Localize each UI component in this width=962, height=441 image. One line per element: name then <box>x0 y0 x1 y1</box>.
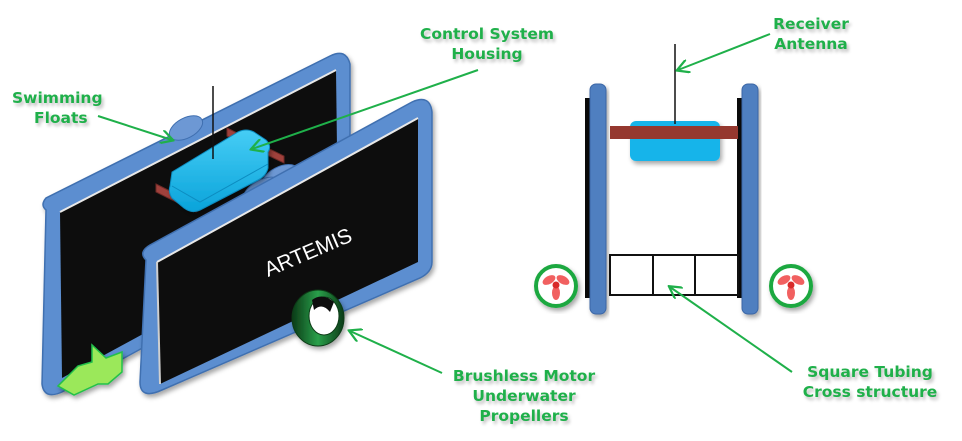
front-hull-panel <box>139 98 433 395</box>
label-receiver-antenna: Receiver Antenna <box>768 14 854 54</box>
right-float <box>741 83 759 315</box>
top-view <box>534 33 813 373</box>
direction-arrow-icon <box>56 343 123 396</box>
label-line: Square Tubing <box>807 363 933 381</box>
left-propeller-icon <box>534 264 578 308</box>
left-float <box>589 83 607 315</box>
label-swimming-floats: Swimming Floats <box>12 88 103 128</box>
label-square-tubing: Square Tubing Cross structure <box>800 362 940 402</box>
label-line: Floats <box>34 109 88 127</box>
receiver-antenna-arrow <box>678 33 771 70</box>
label-line: Swimming <box>12 89 103 107</box>
square-tubing-arrow <box>670 287 793 373</box>
label-line: Brushless Motor <box>452 367 596 385</box>
brushless-motor-icon <box>291 289 345 347</box>
label-brushless-motor: Brushless Motor Underwater Propellers <box>444 366 604 426</box>
right-propeller-icon <box>769 264 813 308</box>
label-line: Antenna <box>774 35 848 53</box>
label-line: Receiver <box>773 15 849 33</box>
control-system-housing <box>168 129 271 213</box>
swimming-floats-arrow <box>97 115 172 140</box>
control-housing-arrow <box>252 69 479 149</box>
motor-arrow <box>350 331 443 374</box>
label-line: Underwater <box>472 387 576 405</box>
isometric-view: ARTEMIS <box>41 52 479 396</box>
top-bracket <box>610 126 738 139</box>
label-line: Cross structure <box>802 383 938 401</box>
label-control-system-housing: Control System Housing <box>412 24 562 64</box>
label-line: Housing <box>451 45 523 63</box>
label-line: Control System <box>419 25 555 43</box>
label-line: Propellers <box>479 407 569 425</box>
